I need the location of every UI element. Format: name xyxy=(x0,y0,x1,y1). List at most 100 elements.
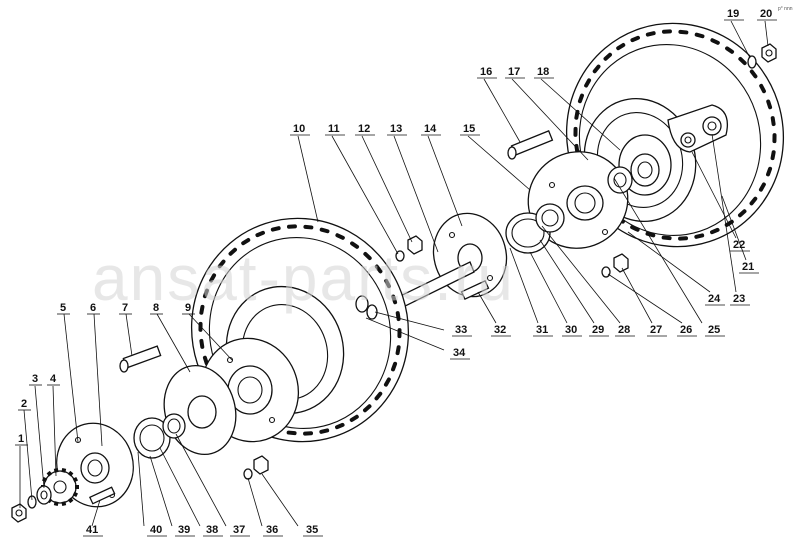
callout-label-28: 28 xyxy=(618,324,630,336)
sprocket-tooth xyxy=(53,501,59,506)
tread-lug xyxy=(592,64,601,74)
callout-label-11: 11 xyxy=(328,123,340,135)
leader-line-4 xyxy=(52,385,57,477)
tread-lug xyxy=(770,150,776,161)
tread-lug xyxy=(286,224,297,229)
tread-lug xyxy=(616,43,626,51)
callout-label-23: 23 xyxy=(733,293,745,305)
leader-line-19 xyxy=(730,20,751,59)
tread-lug xyxy=(374,391,383,401)
callout-label-16: 16 xyxy=(480,66,492,78)
leader-line-40 xyxy=(137,451,145,527)
tread-lug xyxy=(350,241,360,249)
tread-lug xyxy=(391,294,398,305)
tread-lug xyxy=(759,83,766,94)
tread-lug xyxy=(319,428,330,434)
callout-leader-lines xyxy=(15,19,777,537)
fork-bracket xyxy=(667,104,729,153)
leader-line-30 xyxy=(529,251,568,324)
callout-label-32: 32 xyxy=(494,324,506,336)
leader-line-25 xyxy=(613,177,703,324)
nut-1 xyxy=(11,503,27,523)
tread-lug xyxy=(725,46,735,54)
sprocket-tooth xyxy=(67,497,74,504)
tread-lug xyxy=(335,422,345,430)
leader-line-9 xyxy=(188,313,233,361)
tread-lug xyxy=(694,233,705,239)
tread-lug xyxy=(772,133,777,144)
bolt-41 xyxy=(88,486,116,505)
washer-19 xyxy=(747,55,757,69)
tread-lug xyxy=(749,69,758,79)
sprocket-tooth xyxy=(46,470,53,477)
sprocket-tooth xyxy=(72,491,78,498)
tread-lug xyxy=(217,259,226,269)
tread-lug xyxy=(384,278,391,289)
watermark-text: ansat-parts.ru xyxy=(92,242,515,314)
callout-label-29: 29 xyxy=(592,324,604,336)
callout-label-10: 10 xyxy=(293,123,305,135)
tread-lug xyxy=(710,38,720,45)
callout-label-40: 40 xyxy=(150,524,162,536)
callout-label-12: 12 xyxy=(358,123,370,135)
nut-27 xyxy=(613,253,629,273)
callout-label-27: 27 xyxy=(650,324,662,336)
tread-lug xyxy=(603,52,612,61)
callout-label-22: 22 xyxy=(733,239,745,251)
tread-lug xyxy=(738,209,747,218)
tread-lug xyxy=(395,345,401,356)
tread-lug xyxy=(255,230,265,238)
callout-label-14: 14 xyxy=(424,123,437,135)
callout-label-6: 6 xyxy=(90,302,96,314)
bolt-7 xyxy=(119,345,162,373)
nut-20 xyxy=(761,43,777,63)
tread-lug xyxy=(630,35,640,43)
leader-line-20 xyxy=(764,20,769,47)
tread-lug xyxy=(199,338,205,349)
tread-lug xyxy=(710,227,720,235)
leader-line-15 xyxy=(467,135,531,191)
washer-26 xyxy=(601,266,611,278)
tread-lug xyxy=(374,264,383,274)
sprocket-tooth xyxy=(53,468,59,473)
leader-line-10 xyxy=(297,135,319,223)
callout-label-35: 35 xyxy=(306,524,318,536)
leader-line-7 xyxy=(125,313,133,357)
tread-lug xyxy=(391,361,398,372)
tread-lug xyxy=(738,56,747,66)
corner-note: p° nnn xyxy=(778,6,793,12)
leader-line-22 xyxy=(691,151,737,239)
leader-line-29 xyxy=(539,239,595,324)
leader-line-32 xyxy=(477,291,497,324)
leader-line-8 xyxy=(156,313,191,373)
callout-label-7: 7 xyxy=(122,302,128,314)
tread-lug xyxy=(335,233,345,240)
leader-line-35 xyxy=(261,473,299,527)
tread-lug xyxy=(319,227,330,234)
tread-lug xyxy=(584,78,592,88)
bolt-32 xyxy=(460,280,490,300)
leader-line-5 xyxy=(63,313,79,443)
leader-line-18 xyxy=(540,78,621,151)
leader-line-3 xyxy=(34,385,45,489)
washer-3-4 xyxy=(27,485,52,509)
callout-label-36: 36 xyxy=(266,524,278,536)
tread-lug xyxy=(241,238,251,246)
callout-label-31: 31 xyxy=(536,324,548,336)
tread-lug xyxy=(661,29,672,34)
tread-lug xyxy=(678,236,689,241)
washer-33-34 xyxy=(355,295,378,320)
leader-line-27 xyxy=(621,267,653,324)
leader-line-24 xyxy=(627,231,711,293)
callout-label-20: 20 xyxy=(760,8,772,20)
leader-line-17 xyxy=(511,78,589,161)
leader-line-41 xyxy=(91,499,101,527)
callout-label-19: 19 xyxy=(727,8,739,20)
leader-line-13 xyxy=(393,135,439,253)
tread-lug xyxy=(286,430,297,436)
leader-line-37 xyxy=(175,433,227,527)
tread-lug xyxy=(202,288,209,299)
tread-lug xyxy=(645,231,656,238)
